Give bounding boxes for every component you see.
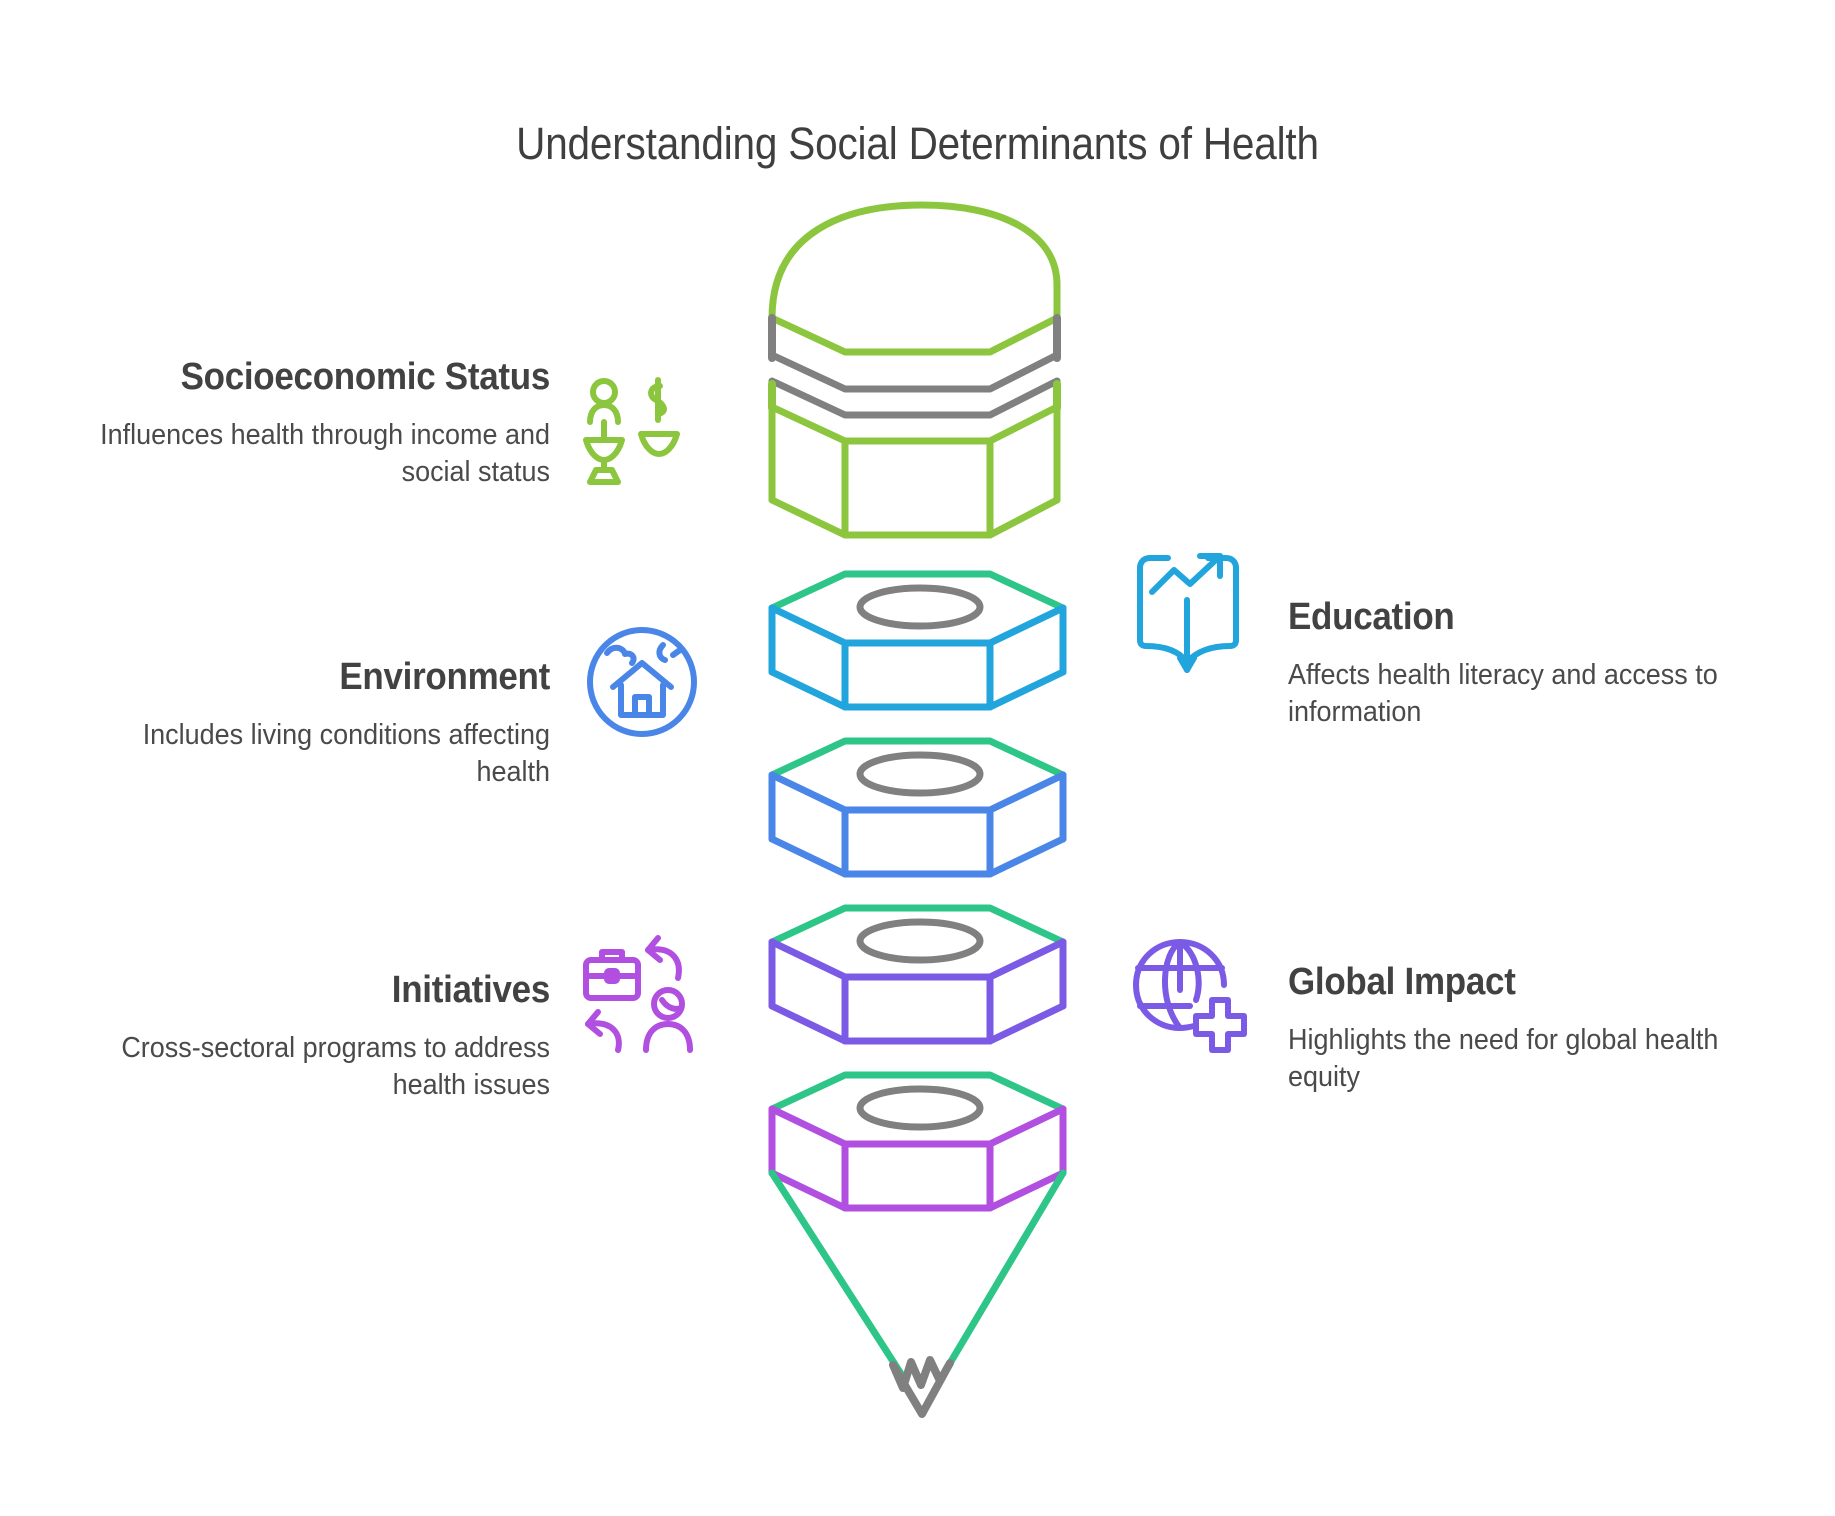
item-environment: Environment Includes living conditions a… — [60, 655, 551, 792]
item-heading: Environment — [339, 656, 550, 698]
briefcase-person-exchange-icon — [580, 930, 700, 1053]
item-heading: Education — [1288, 596, 1455, 638]
house-in-circle-icon — [585, 625, 700, 740]
item-description: Includes living conditions affecting hea… — [142, 718, 550, 789]
people-money-balance-icon — [578, 377, 698, 488]
item-heading: Socioeconomic Status — [180, 356, 551, 398]
item-description: Cross-sectoral programs to address healt… — [121, 1031, 550, 1102]
item-heading: Global Impact — [1288, 961, 1516, 1003]
open-book-growth-arrow-icon — [1128, 552, 1248, 674]
page-title: Understanding Social Determinants of Hea… — [516, 118, 1319, 169]
item-socioeconomic-status: Socioeconomic Status Influences health t… — [60, 355, 550, 492]
globe-medical-cross-icon — [1128, 938, 1253, 1056]
item-initiatives: Initiatives Cross-sectoral programs to a… — [60, 968, 550, 1105]
item-heading: Initiatives — [391, 969, 551, 1011]
item-description: Influences health through income and soc… — [100, 418, 550, 489]
item-description: Affects health literacy and access to in… — [1288, 658, 1718, 729]
item-description: Highlights the need for global health eq… — [1288, 1023, 1719, 1094]
item-global-impact: Global Impact Highlights the need for gl… — [1288, 960, 1788, 1097]
item-education: Education Affects health literacy and ac… — [1288, 595, 1768, 732]
